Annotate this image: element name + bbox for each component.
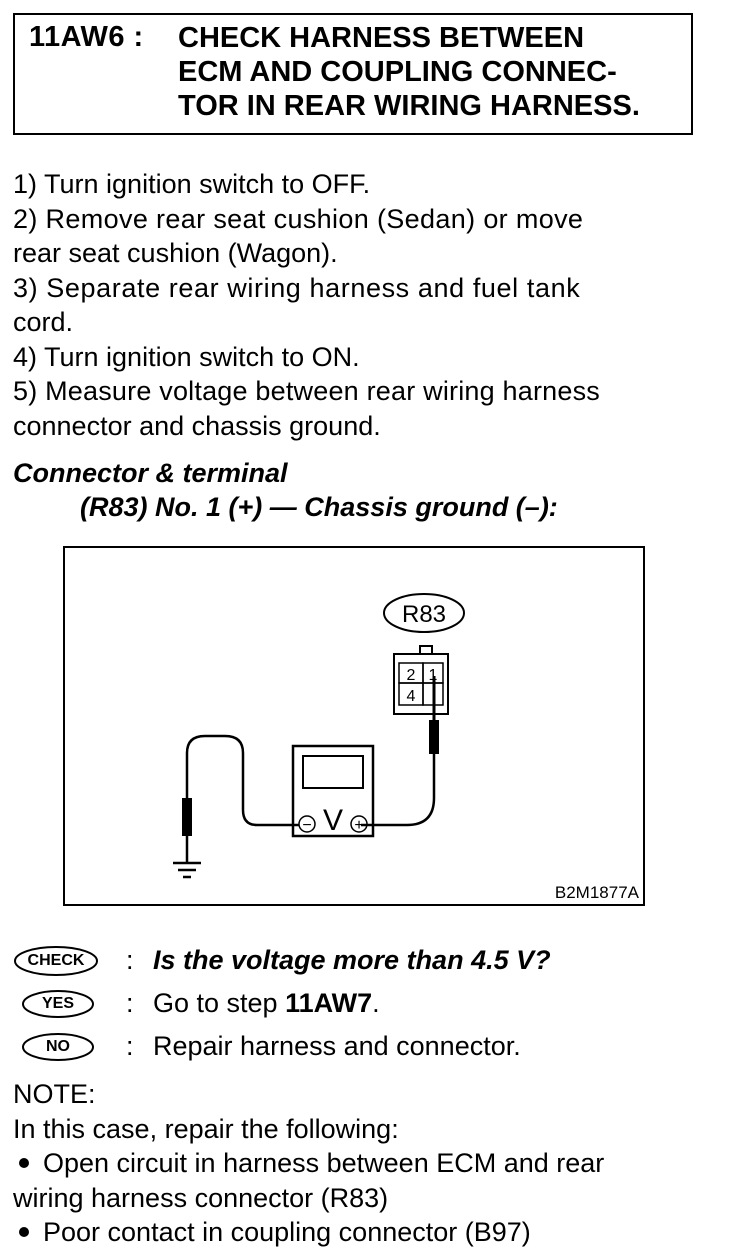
- yes-action-suffix: .: [372, 988, 380, 1018]
- step-line: 4) Turn ignition switch to ON.: [13, 341, 360, 372]
- note-bullet-continuation: wiring harness connector (R83): [13, 1182, 389, 1213]
- note-bullet-text: Open circuit in harness between ECM and …: [43, 1148, 605, 1178]
- colon: :: [126, 945, 134, 975]
- no-badge-label: NO: [46, 1038, 70, 1055]
- negative-probe-icon: [182, 798, 192, 863]
- negative-lead-wire: [185, 734, 299, 827]
- connector-terminal-spec: (R83) No. 1 (+) — Chassis ground (–):: [80, 492, 558, 522]
- pin-label: 4: [407, 688, 416, 705]
- note-intro: In this case, repair the following:: [13, 1113, 399, 1144]
- note-bullet-item: Open circuit in harness between ECM and …: [13, 1146, 703, 1181]
- connector-r83-icon: [393, 645, 449, 715]
- yes-badge: YES: [21, 988, 95, 1020]
- connector-terminal-heading: Connector & terminal: [13, 458, 288, 488]
- yes-action: Go to step 11AW7.: [153, 988, 380, 1019]
- step-line: connector and chassis ground.: [13, 410, 381, 441]
- check-badge-label: CHECK: [27, 952, 85, 969]
- colon: :: [126, 1031, 134, 1061]
- check-row: CHECK : Is the voltage more than 4.5 V?: [13, 945, 713, 985]
- step-line: cord.: [13, 307, 74, 337]
- note-section: NOTE: In this case, repair the following…: [13, 1077, 703, 1250]
- yes-action-prefix: Go to step: [153, 988, 286, 1018]
- step-title: CHECK HARNESS BETWEEN ECM AND COUPLING C…: [178, 21, 688, 123]
- bullet-icon: [19, 1157, 29, 1168]
- check-question: Is the voltage more than 4.5 V?: [153, 945, 551, 975]
- step-line: 3) Separate rear wiring harness and fuel…: [13, 272, 581, 303]
- colon: :: [126, 988, 134, 1018]
- pin-label: 1: [429, 667, 438, 684]
- ground-icon: [173, 861, 201, 879]
- check-badge: CHECK: [13, 945, 99, 977]
- wiring-diagram: R83 2 1 4 V − +: [63, 546, 645, 906]
- yes-row: YES : Go to step 11AW7.: [13, 988, 713, 1028]
- step-title-line: ECM AND COUPLING CONNEC-: [178, 56, 617, 88]
- step-line: 5) Measure voltage between rear wiring h…: [13, 376, 600, 406]
- step-line: rear seat cushion (Wagon).: [13, 238, 338, 268]
- connector-label: R83: [402, 601, 446, 628]
- pin-label: 2: [407, 667, 416, 684]
- minus-terminal-symbol: −: [302, 817, 311, 834]
- positive-lead-wire: [361, 754, 436, 827]
- note-bullet-item: Poor contact in coupling connector (B97): [13, 1215, 703, 1250]
- procedure-steps: 1) Turn ignition switch to OFF. 2) Remov…: [13, 167, 695, 443]
- note-bullet-text: Poor contact in coupling connector (B97): [43, 1217, 531, 1247]
- bullet-icon: [19, 1226, 29, 1237]
- step-title-line: TOR IN REAR WIRING HARNESS.: [178, 90, 640, 122]
- voltmeter-symbol: V: [323, 804, 343, 837]
- note-label: NOTE:: [13, 1079, 96, 1109]
- no-badge: NO: [21, 1031, 95, 1063]
- figure-id: B2M1877A: [555, 883, 640, 902]
- next-step-link[interactable]: 11AW7: [285, 988, 373, 1018]
- step-title-line: CHECK HARNESS BETWEEN: [178, 22, 585, 54]
- plus-terminal-symbol: +: [354, 817, 363, 834]
- step-line: 1) Turn ignition switch to OFF.: [13, 169, 371, 199]
- wiring-diagram-svg: R83 2 1 4 V − +: [173, 593, 640, 902]
- step-header-box: 11AW6 : CHECK HARNESS BETWEEN ECM AND CO…: [13, 13, 693, 135]
- step-code: 11AW6 :: [29, 21, 144, 53]
- no-action: Repair harness and connector.: [153, 1031, 521, 1061]
- positive-probe-icon: [429, 676, 439, 754]
- step-line: 2) Remove rear seat cushion (Sedan) or m…: [13, 203, 584, 234]
- connector-label-ellipse: [383, 593, 465, 633]
- no-row: NO : Repair harness and connector.: [13, 1031, 713, 1071]
- yes-badge-label: YES: [41, 995, 74, 1012]
